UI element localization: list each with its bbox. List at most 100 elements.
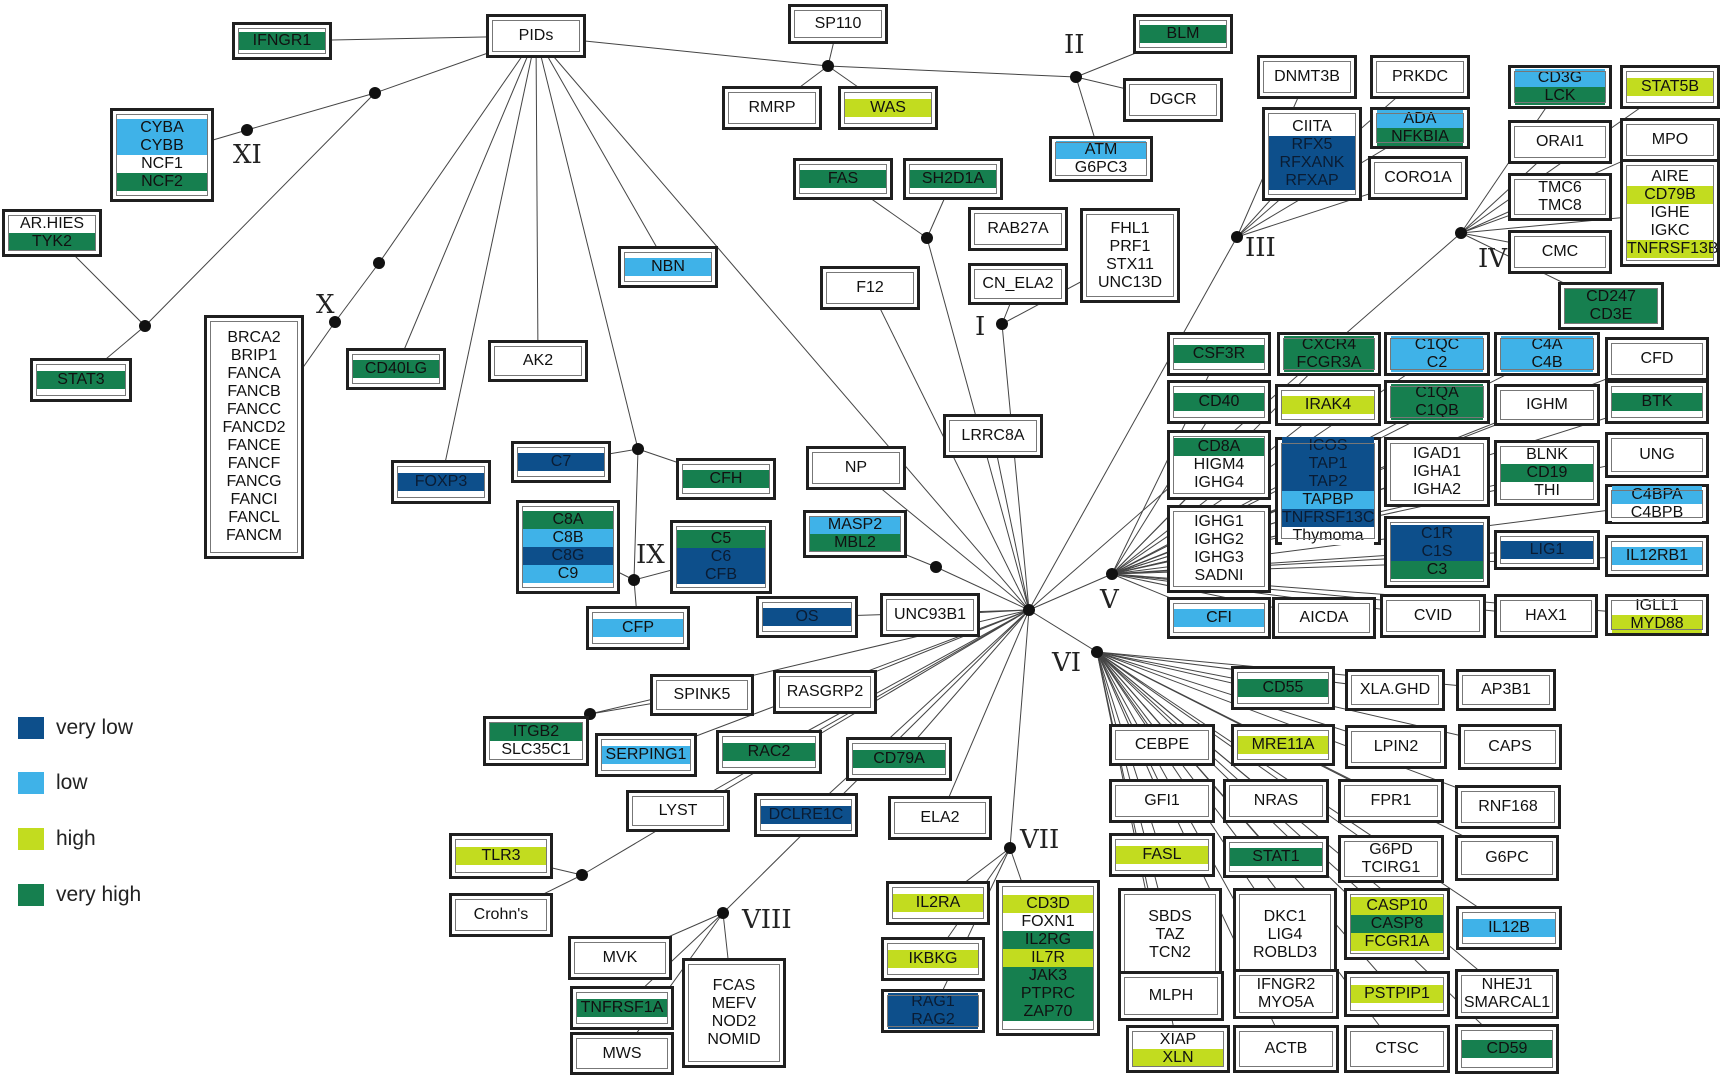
legend-item-very-low: very low [18,716,133,740]
gene-label: STX11 [1087,255,1173,274]
gene-label: C8G [523,547,613,565]
gene-label: IRAK4 [1282,396,1374,414]
gene-label: C1QC [1391,336,1483,354]
junction-dot [576,869,588,881]
gene-label: TAP1 [1282,455,1374,473]
gene-label: NP [813,459,899,477]
gene-box-ela2: ELA2 [888,796,992,840]
gene-box-cmc: CMC [1508,230,1612,274]
gene-box-np: NP [806,446,906,490]
gene-label: LIG1 [1501,541,1593,559]
gene-box-ctsc: CTSC [1344,1025,1450,1073]
connector-line [440,35,537,483]
gene-label: IGHG1 [1174,513,1264,531]
junction-dot [373,257,385,269]
gene-box-serping1: SERPING1 [595,733,697,777]
gene-label: CFB [677,566,765,584]
gene-label: AICDA [1279,609,1369,627]
gene-label: CFI [1174,609,1264,627]
gene-label: DKC1 [1240,908,1330,926]
connector-line [334,262,380,323]
gene-label: FOXP3 [398,473,484,491]
gene-box-dnmt3b: DNMT3B [1257,55,1357,99]
gene-label: AIRE [1627,168,1713,186]
connector-line [535,35,539,362]
gene-label: MYD88 [1612,615,1702,633]
connector-line [395,35,537,370]
gene-label: TNFRSF13B [1627,240,1719,258]
connector-line [1111,401,1438,575]
gene-box-fasl: FASL [1109,833,1215,877]
gene-label: STAT1 [1230,848,1322,866]
gene-label: DGCR [1130,91,1216,109]
gene-box-il12b: IL12B [1456,906,1562,950]
gene-box-cfd: CFD [1605,337,1709,381]
junction-dot [1004,842,1016,854]
gene-box-caps: CAPS [1458,724,1562,770]
legend-swatch [18,828,44,850]
gene-label: RAG2 [888,1011,978,1029]
gene-label: PRKDC [1377,68,1463,86]
connector-line [535,35,639,450]
gene-label: G6PC [1462,849,1552,867]
connector-line [633,448,639,581]
gene-label: FANCE [211,437,297,455]
gene-box-nras: NRAS [1223,779,1329,823]
gene-box-prkdc: PRKDC [1370,55,1470,99]
legend-item-low: low [18,771,88,795]
gene-label: IGAD1 [1391,445,1483,463]
gene-box-hax1: HAX1 [1494,594,1598,638]
gene-label: IGHE [1627,204,1713,222]
gene-label: STAT3 [37,371,125,389]
gene-label: IFNGR1 [239,32,325,50]
gene-label: NOD2 [689,1013,779,1031]
gene-label: BTK [1612,393,1702,411]
junction-dot [1455,227,1467,239]
connector-line [768,609,1030,753]
junction-dot [241,124,253,136]
gene-label: IGHG2 [1174,531,1264,549]
gene-label: FANCA [211,365,297,383]
gene-label: UNC13D [1087,273,1173,292]
gene-label: FANCL [211,509,297,527]
gene-box-mws: MWS [570,1032,674,1075]
gene-box-cd40lg: CD40LG [346,348,446,390]
gene-label: OS [763,608,851,626]
gene-label: RMRP [729,99,815,117]
gene-label: ORAI1 [1515,133,1605,151]
connector-line [1111,353,1438,575]
gene-label: IL12RB1 [1612,547,1702,565]
connector-line [932,847,1011,1012]
gene-label: FCGR3A [1284,354,1374,372]
connector-line [827,65,1077,78]
group-label: VI [1052,648,1082,678]
connector-line [246,92,376,131]
gene-box-cd40: CD40 [1167,380,1271,424]
junction-dot [1091,646,1103,658]
gene-label: XIAP [1133,1031,1223,1049]
gene-label: IKBKG [888,950,978,968]
gene-box-cvid: CVID [1380,594,1486,638]
gene-box-was: WAS [838,86,938,130]
gene-box-cd55: CD55 [1231,666,1335,710]
gene-box-dgcr: DGCR [1123,78,1223,122]
gene-box-mre11a: MRE11A [1231,724,1335,766]
gene-label: C4B [1501,354,1593,372]
connector-line [621,912,724,1054]
gene-label: C4BPA [1612,486,1702,504]
gene-label: SERPING1 [602,746,690,764]
gene-label: CD79B [1627,186,1713,204]
gene-label: CD3D [1003,895,1093,913]
gene-label: RNF168 [1462,798,1554,816]
gene-label: FANCG [211,473,297,491]
gene-label: NOMID [689,1031,779,1049]
gene-box-rac2: RAC2 [716,730,822,774]
